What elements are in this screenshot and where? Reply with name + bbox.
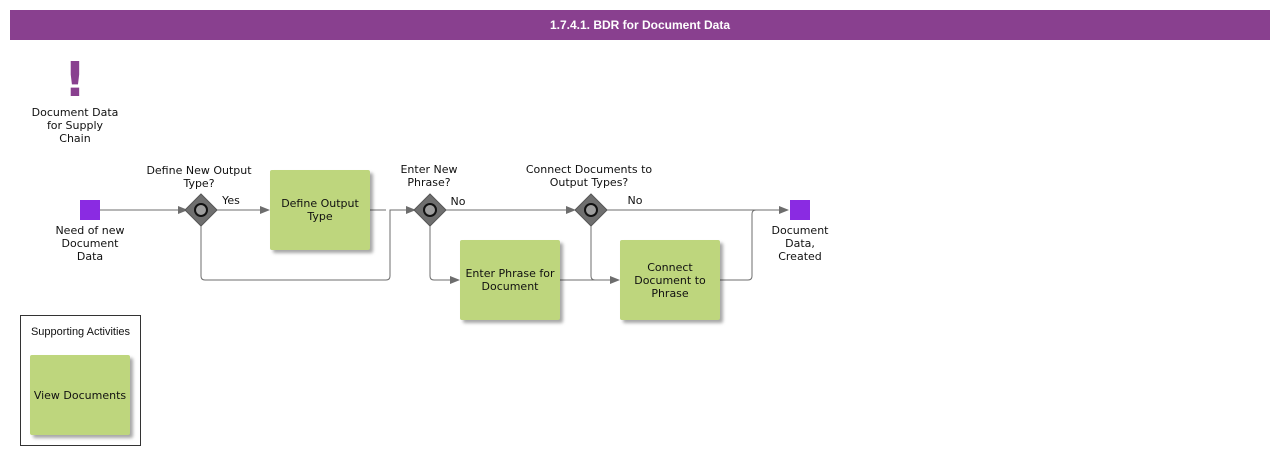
task-view-documents[interactable]: View Documents	[30, 355, 130, 435]
trigger-label: Document Data for Supply Chain	[31, 106, 119, 145]
supporting-activities-title: Supporting Activities	[30, 326, 131, 338]
task-enter-phrase[interactable]: Enter Phrase for Document	[460, 240, 560, 320]
task-label: Define Output Type	[281, 197, 359, 223]
task-define-output-type[interactable]: Define Output Type	[270, 170, 370, 250]
gateway-3-label: Connect Documents to Output Types?	[525, 163, 653, 189]
flow-g1-no-bypass	[200, 206, 416, 281]
start-event[interactable]	[80, 200, 100, 220]
task-connect-document[interactable]: Connect Document to Phrase	[620, 240, 720, 320]
end-event[interactable]	[790, 200, 810, 220]
task-label: Connect Document to Phrase	[634, 260, 706, 300]
end-event-label: Document Data, Created	[771, 224, 829, 263]
exclamation-icon: !	[64, 52, 86, 108]
flow-label-yes: Yes	[222, 194, 240, 207]
flow-label-no: No	[450, 195, 466, 208]
start-event-label: Need of new Document Data	[55, 224, 125, 263]
gateway-2-label: Enter New Phrase?	[400, 163, 458, 189]
gateway-1-label: Define New Output Type?	[146, 164, 252, 190]
flow-t3-to-end	[720, 209, 757, 281]
gateway-2[interactable]	[413, 193, 447, 227]
supporting-activities-panel: Supporting Activities View Documents	[20, 315, 141, 446]
page-title: 1.7.4.1. BDR for Document Data	[10, 10, 1270, 40]
task-label: View Documents	[33, 388, 127, 402]
gateway-3[interactable]	[574, 193, 608, 227]
flow-label-no: No	[627, 194, 643, 207]
flow-g2-yes-to-t2	[429, 224, 460, 284]
gateway-1[interactable]	[184, 193, 218, 227]
flow-g3-yes-to-t3	[590, 224, 596, 281]
task-label: Enter Phrase for Document	[465, 267, 555, 293]
